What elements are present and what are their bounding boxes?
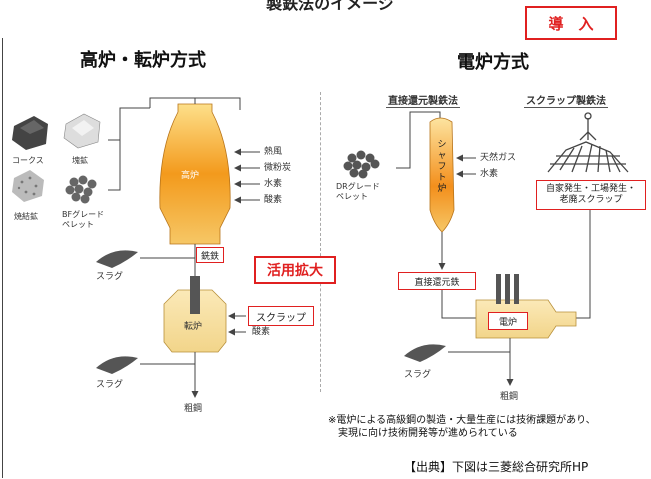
dri-label: 直接還元鉄 bbox=[398, 272, 476, 290]
shaft-furnace-shape bbox=[429, 117, 455, 233]
dr-pellet-icon bbox=[343, 150, 380, 179]
slag-icon-1 bbox=[96, 250, 138, 268]
bf-input-oxygen: 酸素 bbox=[264, 195, 283, 205]
oxygen-lance bbox=[190, 276, 200, 314]
slag-label-2: スラグ bbox=[96, 380, 124, 390]
crude-steel-label-right: 粗鋼 bbox=[500, 392, 519, 402]
coke-label: コークス bbox=[12, 156, 44, 165]
direct-reduction-subtitle: 直接還元製鉄法 bbox=[386, 92, 460, 108]
slag-icon-2 bbox=[96, 356, 138, 374]
bf-input-hot-air: 熱風 bbox=[264, 147, 283, 157]
intro-badge: 導 入 bbox=[525, 6, 617, 40]
converter-label: 転炉 bbox=[184, 322, 203, 332]
lump-ore-icon bbox=[63, 113, 101, 149]
blast-furnace-shape bbox=[159, 103, 231, 245]
right-section-title: 電炉方式 bbox=[457, 52, 529, 73]
electrode-2 bbox=[505, 274, 510, 304]
expand-badge: 活用拡大 bbox=[254, 256, 336, 284]
slag-label-3: スラグ bbox=[404, 370, 432, 380]
slag-icon-3 bbox=[404, 344, 446, 362]
sinter-label: 焼結鉱 bbox=[14, 212, 38, 221]
eaf-label: 電炉 bbox=[488, 312, 528, 330]
source-citation: 【出典】下図は三菱総合研究所HP bbox=[404, 460, 589, 474]
section-divider bbox=[320, 92, 321, 392]
scrap-heap-icon bbox=[547, 112, 629, 173]
electrode-3 bbox=[514, 274, 519, 304]
shaft-input-hydrogen: 水素 bbox=[480, 169, 499, 179]
left-section-title: 高炉・転炉方式 bbox=[80, 50, 206, 71]
blast-furnace-label: 高炉 bbox=[181, 171, 200, 181]
converter-oxygen-label: 酸素 bbox=[252, 327, 271, 337]
sinter-icon bbox=[12, 170, 44, 202]
crude-steel-label-left: 粗鋼 bbox=[184, 404, 203, 414]
scrap-method-subtitle: スクラップ製鉄法 bbox=[524, 92, 608, 108]
bf-input-pulverized-coal: 微粉炭 bbox=[264, 163, 292, 173]
pig-iron-label: 銑鉄 bbox=[196, 247, 224, 263]
lump-ore-label: 塊鉱 bbox=[72, 156, 88, 165]
electrode-1 bbox=[496, 274, 501, 304]
footnote: ※電炉による高級鋼の製造・大量生産には技術課題があり、 実現に向け技術開発等が進… bbox=[328, 415, 596, 439]
converter-shape bbox=[163, 289, 227, 353]
bf-input-hydrogen: 水素 bbox=[264, 179, 283, 189]
left-border-line bbox=[2, 38, 3, 478]
bf-pellet-label: BFグレード ペレット bbox=[62, 210, 105, 229]
diagram-title: 製鉄法のイメージ bbox=[266, 0, 394, 13]
slag-label-1: スラグ bbox=[96, 272, 124, 282]
dr-pellet-label: DRグレード ペレット bbox=[336, 182, 380, 201]
bf-pellet-icon bbox=[65, 175, 97, 204]
scrap-sources-label: 自家発生・工場発生・ 老廃スクラップ bbox=[536, 180, 646, 210]
shaft-furnace-label: シャフト炉 bbox=[437, 140, 447, 194]
scrap-label: スクラップ bbox=[248, 306, 314, 326]
coke-icon bbox=[12, 116, 48, 150]
shaft-input-natural-gas: 天然ガス bbox=[480, 153, 517, 163]
